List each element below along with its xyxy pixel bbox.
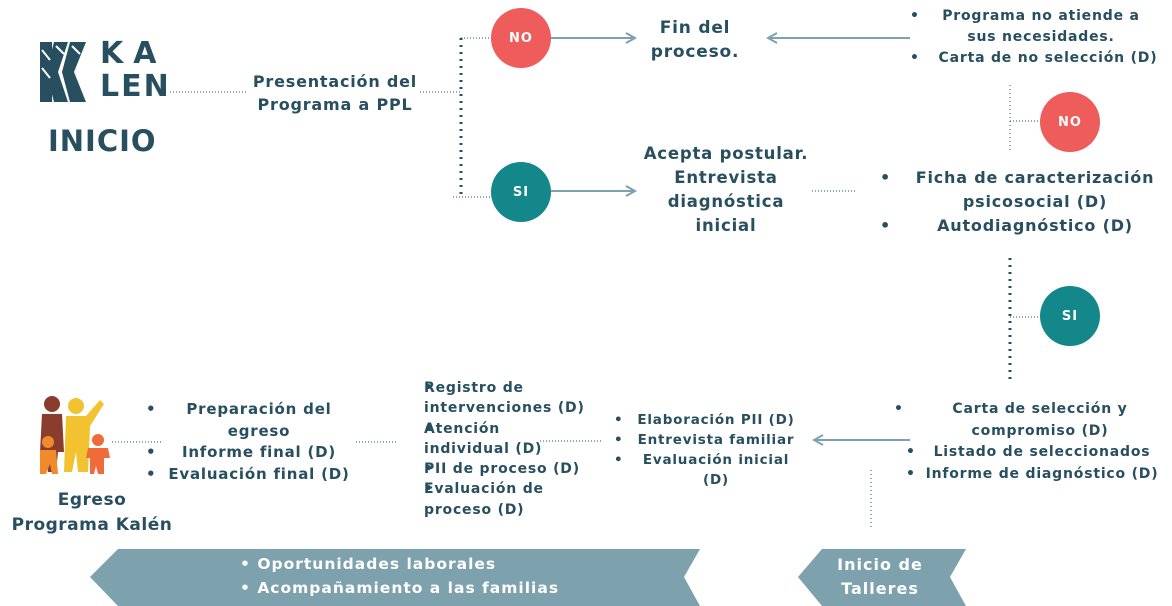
- selection-item-1-line2: compromiso (D): [971, 422, 1109, 439]
- start-label: INICIO: [48, 124, 157, 158]
- selection-item-3-text: Informe de diagnóstico (D): [925, 465, 1159, 482]
- bullet: •: [614, 452, 624, 468]
- characterization-item-2-text: Autodiagnóstico (D): [937, 216, 1133, 235]
- rejection-item-2: • Carta de no selección (D): [910, 48, 1172, 69]
- banner-right-line2: Talleres: [841, 579, 919, 598]
- banner-left-item-2: • Acompañamiento a las familias: [240, 576, 680, 600]
- interventions-item-1: Registro de intervenciones (D): [406, 378, 586, 419]
- pii-item-2: • Entrevista familiar: [614, 430, 806, 450]
- egress-prep-item-3: • Evaluación final (D): [146, 464, 356, 486]
- end-process-line2: proceso.: [650, 42, 740, 62]
- bullet: •: [880, 216, 892, 235]
- characterization-item-1: • Ficha de caracterización psicosocial (…: [880, 166, 1172, 214]
- rejection-item-1: • Programa no atiende a sus necesidades.: [910, 6, 1172, 48]
- bullet: •: [894, 401, 904, 417]
- egress-prep-item-3-text: Evaluación final (D): [168, 464, 350, 483]
- interventions-item-1-line1: Registro de: [424, 380, 524, 396]
- characterization-docs: • Ficha de caracterización psicosocial (…: [880, 166, 1172, 238]
- logo-mark-icon: [40, 42, 86, 102]
- interventions-item-4-line1: Evaluación de: [424, 481, 544, 498]
- accept-line1: Acepta postular.: [643, 144, 809, 163]
- end-process-step: Fin del proceso.: [630, 16, 760, 64]
- egress-prep-item-2-text: Informe final (D): [181, 443, 337, 461]
- banner-right: Inicio de Talleres: [812, 553, 948, 601]
- bullet: •: [910, 8, 920, 24]
- pii-item-3-suffix: (D): [703, 472, 729, 488]
- presentation-step: Presentación del Programa a PPL: [240, 70, 430, 116]
- egress-line2: Programa Kalén: [11, 515, 173, 535]
- rejection-reasons: • Programa no atiende a sus necesidades.…: [910, 6, 1172, 69]
- rejection-item-1-line1: Programa no atiende a: [942, 8, 1140, 24]
- bullet: •: [910, 50, 920, 66]
- interventions-item-3-text: PII de proceso (D): [424, 461, 580, 478]
- rejection-item-2-text: Carta de no selección (D): [938, 50, 1158, 66]
- pii-item-3: • Evaluación inicial (D): [614, 450, 806, 490]
- banner-left-item-2-text: Acompañamiento a las familias: [257, 579, 560, 597]
- interventions-item-2-line2: individual (D): [424, 440, 543, 457]
- egress-prep-item-1-line2: egreso: [227, 421, 291, 440]
- bullet: •: [146, 464, 157, 483]
- decision-si-circle-right: SI: [1040, 286, 1100, 346]
- selection-item-1-line1: Carta de selección y: [952, 401, 1128, 417]
- interventions-item-2-line1: Atención: [424, 420, 501, 437]
- selection-docs: • Carta de selección y compromiso (D) • …: [894, 399, 1172, 485]
- selection-item-1: • Carta de selección y compromiso (D): [894, 399, 1172, 442]
- egress-prep-docs: • Preparación del egreso • Informe final…: [146, 399, 356, 485]
- selection-item-2-text: Listado de seleccionados: [933, 444, 1151, 460]
- accept-line2: Entrevista: [674, 168, 778, 187]
- egress-prep-item-1-line1: Preparación del: [186, 400, 332, 418]
- bullet: •: [146, 400, 157, 418]
- decision-si-circle: SI: [491, 162, 551, 222]
- rejection-item-1-line2: sus necesidades.: [967, 29, 1115, 45]
- logo-text-line2: LEN: [100, 69, 171, 104]
- egress-prep-item-1: • Preparación del egreso: [146, 399, 356, 442]
- bullet: •: [240, 579, 258, 597]
- interventions-item-4-line2: proceso (D): [424, 501, 525, 518]
- accept-line4: inicial: [695, 216, 757, 235]
- pii-item-1: • Elaboración PII (D): [614, 410, 806, 430]
- family-icon: [40, 396, 110, 474]
- pii-item-2-text: Entrevista familiar: [637, 432, 795, 448]
- pii-docs: • Elaboración PII (D) • Entrevista famil…: [614, 410, 806, 490]
- bullet: •: [906, 465, 916, 482]
- bullet: •: [240, 555, 258, 573]
- interventions-docs: Registro de intervenciones (D) Atención …: [406, 378, 586, 520]
- decision-no-circle: NO: [491, 8, 551, 68]
- banner-left: • Oportunidades laborales • Acompañamien…: [240, 552, 680, 600]
- selection-item-2: • Listado de seleccionados: [894, 442, 1172, 464]
- kalen-logo: KA LEN: [36, 38, 170, 106]
- bullet: •: [614, 412, 624, 428]
- banner-right-line1: Inicio de: [837, 555, 923, 574]
- banner-left-item-1: • Oportunidades laborales: [240, 552, 680, 576]
- characterization-item-1-line1: Ficha de caracterización: [915, 168, 1155, 187]
- bullet: •: [906, 444, 916, 460]
- pii-item-3-text: Evaluación inicial: [642, 452, 790, 468]
- banner-left-item-1-text: Oportunidades laborales: [257, 555, 497, 573]
- accept-step: Acepta postular. Entrevista diagnóstica …: [636, 142, 816, 238]
- characterization-item-1-line2: psicosocial (D): [962, 192, 1108, 211]
- presentation-line2: Programa a PPL: [257, 95, 413, 114]
- interventions-item-2: Atención individual (D): [406, 419, 586, 460]
- characterization-item-2: • Autodiagnóstico (D): [880, 214, 1172, 238]
- egress-line1: Egreso: [57, 490, 127, 510]
- interventions-item-3: PII de proceso (D): [406, 459, 586, 480]
- selection-item-3: • Informe de diagnóstico (D): [894, 464, 1172, 486]
- bullet: •: [614, 432, 624, 448]
- bullet: •: [880, 168, 892, 187]
- bullet: •: [146, 443, 157, 461]
- egress-label: Egreso Programa Kalén: [0, 488, 184, 538]
- decision-no-circle-right: NO: [1040, 92, 1100, 152]
- interventions-item-4: Evaluación de proceso (D): [406, 479, 586, 520]
- pii-item-1-text: Elaboración PII (D): [637, 412, 795, 428]
- interventions-item-1-line2: intervenciones (D): [424, 400, 585, 417]
- end-process-line1: Fin del: [659, 18, 731, 38]
- accept-line3: diagnóstica: [667, 192, 785, 211]
- banner-left-shape: [90, 549, 700, 606]
- egress-prep-item-2: • Informe final (D): [146, 442, 356, 464]
- banner-right-shape: [798, 549, 966, 606]
- presentation-line1: Presentación del: [252, 72, 418, 91]
- logo-text-line1: KA: [100, 36, 167, 71]
